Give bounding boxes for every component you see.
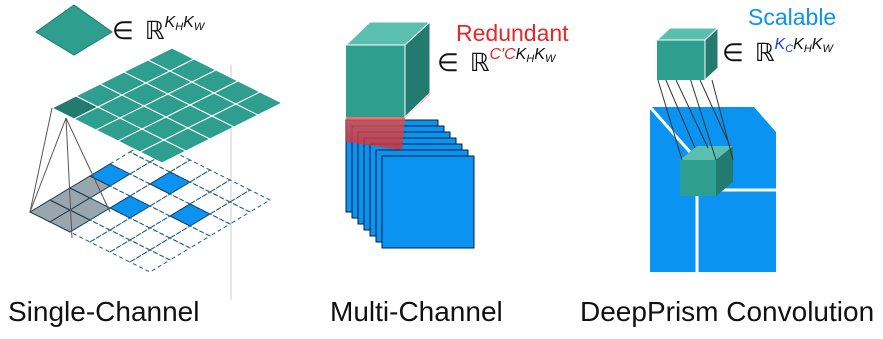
kernel-block-side — [704, 26, 719, 82]
real-set-symbol: ℝ — [144, 17, 165, 45]
prism-cube-side — [680, 132, 776, 272]
sub-w: W — [544, 53, 556, 65]
inner-kernel-side — [716, 146, 733, 196]
grid-cell — [208, 179, 252, 203]
real-set-symbol: ℝ — [754, 39, 775, 67]
grid-cell — [228, 189, 272, 213]
grid-cell — [208, 201, 252, 225]
sup-c-prime-c: C′C — [489, 46, 516, 63]
grid-cell — [168, 203, 212, 227]
kernel-block-front — [657, 40, 705, 80]
formula-multi: ∈ ℝC′CKHKW — [437, 46, 555, 78]
grid-cell — [148, 171, 192, 195]
multi-channel-panel — [344, 20, 475, 249]
sup-k: K — [793, 36, 804, 53]
sup-k: K — [534, 46, 545, 63]
sub-c: C — [785, 43, 794, 55]
single-channel-panel — [28, 4, 284, 300]
grid-cell — [108, 239, 152, 263]
sub-w: W — [193, 21, 205, 33]
input-feature-grid — [28, 139, 272, 273]
sup-k: K — [164, 14, 176, 31]
kernel-flat-tile — [35, 4, 113, 56]
grid-cell — [188, 169, 232, 193]
sub-w: W — [822, 43, 833, 55]
inner-kernel-front — [680, 160, 716, 196]
sub-h: H — [175, 21, 184, 33]
element-of-symbol: ∈ — [112, 17, 134, 45]
channel-plane — [381, 155, 475, 249]
caption-multi-channel: Multi-Channel — [330, 296, 503, 327]
projection-lines — [29, 107, 111, 239]
grid-cell — [148, 237, 192, 261]
element-of-symbol: ∈ — [437, 49, 459, 77]
grid-cell — [108, 195, 152, 219]
real-set-symbol: ℝ — [469, 49, 490, 77]
formula-deepprism: ∈ ℝKCKHKW — [722, 36, 833, 68]
sup-k-c: K — [774, 36, 786, 53]
kernel-cube-side — [404, 20, 431, 119]
caption-single-channel: Single-Channel — [8, 296, 200, 327]
kernel-cube-front — [346, 45, 405, 117]
caption-deepprism: DeepPrism Convolution — [580, 296, 875, 327]
prism-cube-top — [650, 107, 776, 132]
kernel-grid — [50, 47, 284, 164]
annotation-redundant: Redundant — [456, 20, 569, 46]
grid-cell — [108, 217, 152, 241]
grid-cell — [168, 225, 212, 249]
sup-k: K — [515, 46, 527, 63]
sub-h: H — [803, 43, 812, 55]
annotation-scalable: Scalable — [748, 4, 837, 30]
grid-cell — [128, 249, 172, 273]
grid-cell — [88, 229, 132, 253]
sub-h: H — [526, 53, 535, 65]
deepprism-panel — [648, 26, 776, 272]
grid-cell — [128, 227, 172, 251]
sup-k: K — [183, 14, 194, 31]
formula-single: ∈ ℝKHKW — [112, 14, 204, 46]
sup-k: K — [811, 36, 823, 53]
grid-cell — [188, 213, 232, 237]
kernel-cell — [234, 91, 284, 116]
inner-kernel-top — [680, 146, 733, 160]
prism-projection-lines — [657, 77, 734, 161]
element-of-symbol: ∈ — [722, 39, 744, 67]
